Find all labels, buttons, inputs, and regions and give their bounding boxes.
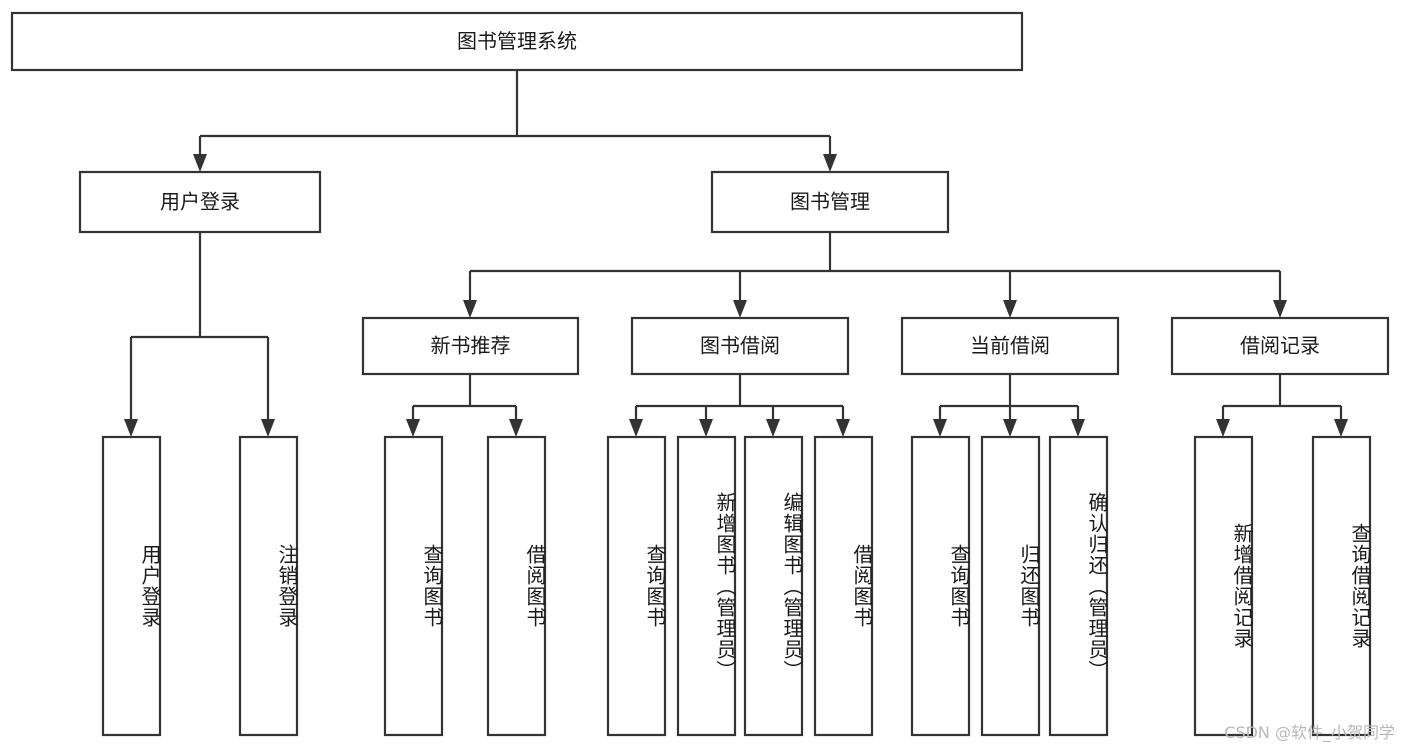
node-level2-3-label: 借阅记录 (1240, 334, 1320, 358)
node-root (10, 11, 1024, 72)
node-root-label: 图书管理系统 (457, 29, 577, 53)
node-level2-1-label: 图书借阅 (700, 334, 780, 358)
node-leaf-0 (101, 435, 162, 737)
node-leaf-11 (1193, 435, 1254, 737)
node-box-layer (10, 11, 1390, 737)
node-leaf-3 (486, 435, 547, 737)
connector-layer (124, 70, 1348, 437)
node-level2-2-label: 当前借阅 (970, 334, 1050, 358)
node-leaf-12 (1311, 435, 1372, 737)
arrow-head-icon (823, 154, 837, 172)
arrow-head-icon (629, 419, 643, 437)
arrow-head-icon (1334, 419, 1348, 437)
node-leaf-9 (980, 435, 1041, 737)
node-level2-3 (1170, 316, 1390, 376)
node-level2-2 (900, 316, 1120, 376)
node-level2-0-label: 新书推荐 (431, 334, 511, 358)
node-level2-1 (630, 316, 850, 376)
arrow-head-icon (733, 300, 747, 318)
node-leaf-2 (383, 435, 444, 737)
node-leaf-5 (676, 435, 737, 737)
arrow-head-icon (509, 419, 523, 437)
node-level1-0 (78, 170, 322, 234)
arrow-head-icon (261, 419, 275, 437)
arrow-head-icon (1273, 300, 1287, 318)
node-leaf-1 (238, 435, 299, 737)
arrow-head-icon (1071, 419, 1085, 437)
arrow-head-icon (766, 419, 780, 437)
arrow-head-icon (406, 419, 420, 437)
node-level1-1-label: 图书管理 (790, 190, 870, 214)
watermark-text: CSDN @软件_小贺同学 (1224, 723, 1395, 742)
arrow-head-icon (836, 419, 850, 437)
node-leaf-4 (606, 435, 667, 737)
arrow-head-icon (1003, 300, 1017, 318)
node-level1-1 (710, 170, 950, 234)
node-level2-0 (361, 316, 580, 376)
arrow-head-icon (1216, 419, 1230, 437)
arrow-head-icon (463, 300, 477, 318)
node-leaf-7 (813, 435, 874, 737)
arrow-head-icon (193, 154, 207, 172)
node-leaf-10 (1048, 435, 1109, 737)
arrow-head-icon (699, 419, 713, 437)
arrow-head-icon (1003, 419, 1017, 437)
arrow-head-icon (124, 419, 138, 437)
node-leaf-8 (910, 435, 971, 737)
arrow-head-icon (933, 419, 947, 437)
node-level1-0-label: 用户登录 (160, 190, 240, 214)
node-leaf-6 (743, 435, 804, 737)
